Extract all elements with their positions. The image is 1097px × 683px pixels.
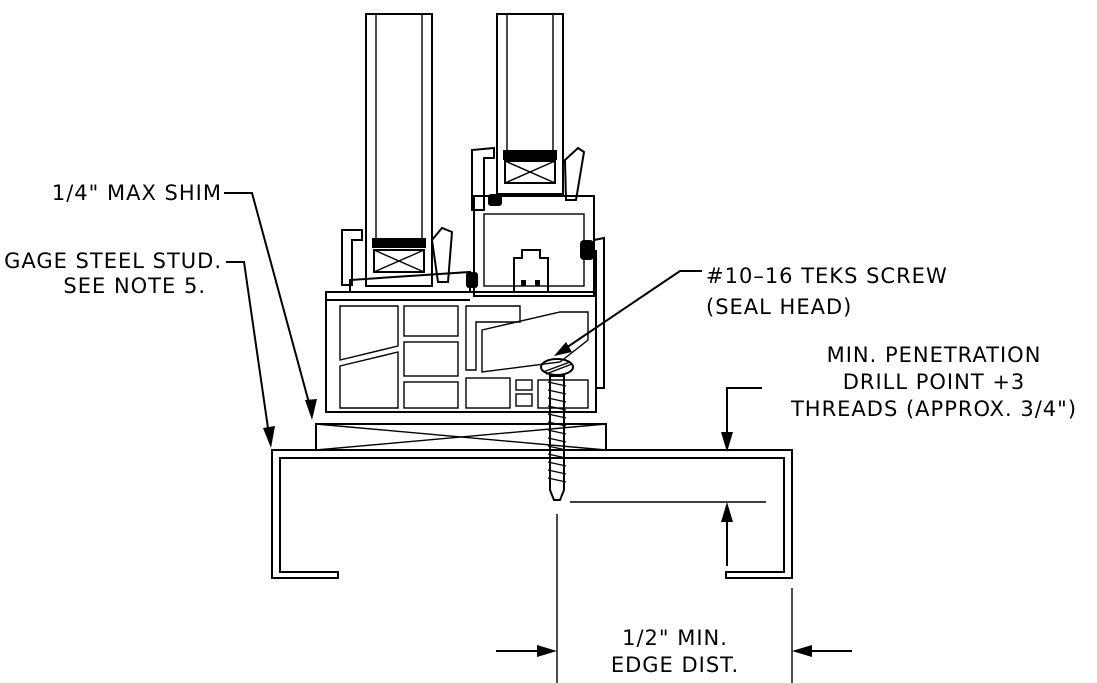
screw-leader bbox=[554, 270, 702, 356]
teks-screw bbox=[540, 358, 574, 501]
stud-label-line1: GAGE STEEL STUD. bbox=[4, 249, 222, 273]
screw-label-line2: (SEAL HEAD) bbox=[706, 295, 852, 319]
shim-leader bbox=[224, 192, 317, 420]
stud-label-line2: SEE NOTE 5. bbox=[63, 274, 206, 298]
steel-stud bbox=[271, 449, 793, 579]
glass-panel-left bbox=[365, 13, 433, 287]
shim bbox=[315, 423, 607, 451]
glass-panel-right bbox=[496, 13, 564, 195]
penetration-dimension bbox=[570, 387, 766, 566]
stud-leader bbox=[226, 261, 275, 448]
edge-dist-label-line1: 1/2" MIN. bbox=[622, 626, 728, 650]
screw-label-line1: #10–16 TEKS SCREW bbox=[706, 264, 948, 288]
shim-label: 1/4" MAX SHIM bbox=[52, 181, 222, 205]
penetration-label-line3: THREADS (APPROX. 3/4") bbox=[790, 397, 1077, 421]
penetration-label-line1: MIN. PENETRATION bbox=[827, 343, 1042, 367]
penetration-label-line2: DRILL POINT +3 bbox=[843, 370, 1026, 394]
window-frame-profile bbox=[325, 146, 605, 413]
edge-distance-dimension bbox=[496, 514, 852, 683]
edge-dist-label-line2: EDGE DIST. bbox=[611, 653, 739, 677]
